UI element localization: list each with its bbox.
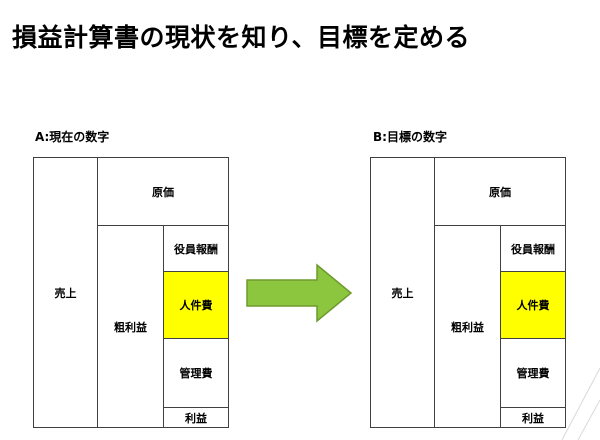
personnel-cost-block: 人件費	[500, 271, 566, 339]
profit-label: 利益	[522, 411, 544, 425]
admin-cost-label: 管理費	[179, 367, 213, 380]
personnel-cost-label: 人件費	[516, 299, 550, 312]
gross-profit-label: 粗利益	[451, 320, 484, 334]
profit-block: 利益	[500, 407, 566, 428]
gross-profit-block: 粗利益	[434, 225, 501, 428]
cost-block: 原価	[97, 157, 229, 226]
officer-pay-label: 役員報酬	[511, 242, 555, 256]
sales-label: 売上	[391, 286, 414, 300]
admin-cost-label: 管理費	[516, 367, 550, 380]
corner-decoration-icon	[561, 367, 600, 440]
gross-profit-label: 粗利益	[114, 320, 147, 334]
diagram-b-subtitle: B:目標の数字	[373, 130, 447, 144]
cost-label: 原価	[152, 185, 174, 199]
sales-block: 売上	[33, 157, 98, 428]
sales-block: 売上	[370, 157, 435, 428]
personnel-cost-block: 人件費	[163, 271, 229, 339]
diagram-b: 売上 原価 粗利益 役員報酬 人件費 管理費 利益	[370, 157, 566, 428]
admin-cost-block: 管理費	[500, 338, 566, 408]
diagram-a-subtitle: A:現在の数字	[35, 130, 110, 144]
personnel-cost-label: 人件費	[179, 299, 213, 312]
officer-pay-block: 役員報酬	[163, 225, 229, 272]
admin-cost-block: 管理費	[163, 338, 229, 408]
cost-block: 原価	[434, 157, 566, 226]
officer-pay-block: 役員報酬	[500, 225, 566, 272]
cost-label: 原価	[489, 185, 511, 199]
sales-label: 売上	[54, 286, 77, 300]
gross-profit-block: 粗利益	[97, 225, 164, 428]
page-title: 損益計算書の現状を知り、目標を定める	[12, 23, 471, 52]
profit-label: 利益	[185, 411, 207, 425]
right-arrow-icon	[246, 263, 353, 323]
diagram-a: 売上 原価 粗利益 役員報酬 人件費 管理費 利益	[33, 157, 229, 428]
profit-block: 利益	[163, 407, 229, 428]
officer-pay-label: 役員報酬	[174, 242, 218, 256]
